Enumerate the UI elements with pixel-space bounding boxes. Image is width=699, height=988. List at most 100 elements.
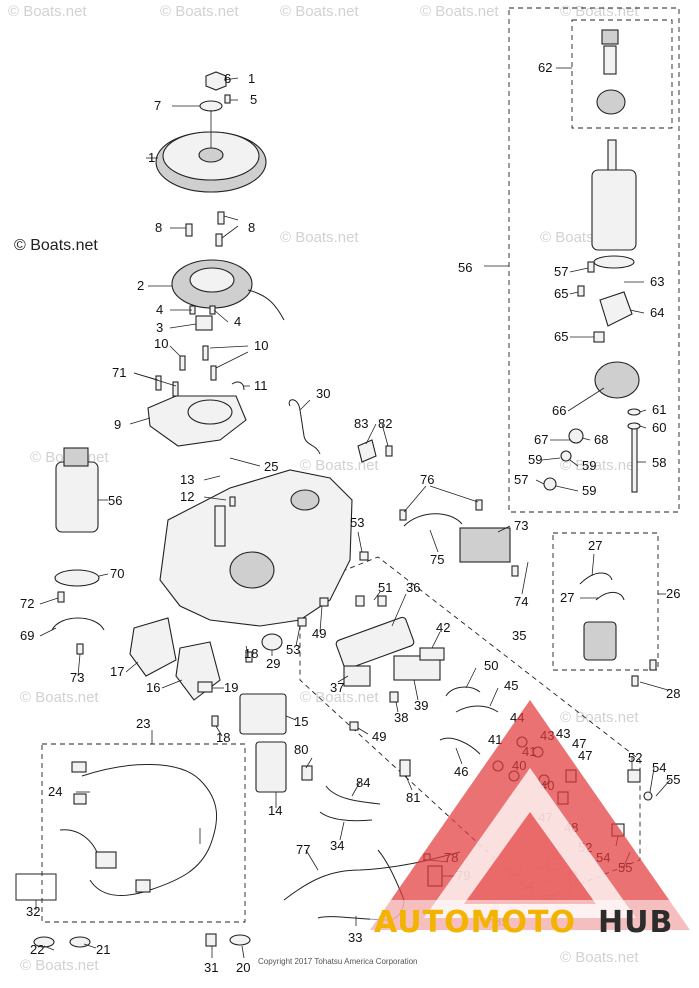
clamp-21 bbox=[69, 936, 91, 948]
callout-number: 15 bbox=[294, 714, 308, 729]
callout-number: 47 bbox=[578, 748, 592, 763]
relay-assembly bbox=[319, 595, 499, 755]
starter-motor-right bbox=[543, 29, 641, 493]
cover-17 bbox=[129, 617, 177, 677]
callout-number: 54 bbox=[652, 760, 666, 775]
connector bbox=[71, 761, 87, 773]
logo-triangle-core bbox=[464, 812, 596, 904]
stator-lead bbox=[247, 289, 285, 321]
bolt-73 bbox=[57, 591, 65, 603]
bolt-77 bbox=[399, 509, 407, 521]
callout-number: 27 bbox=[560, 590, 574, 605]
callout-number: 66 bbox=[552, 403, 566, 418]
nut-53 bbox=[359, 551, 369, 561]
main-harness bbox=[81, 764, 218, 896]
relay-bracket-36 bbox=[335, 616, 415, 670]
sleeve-32 bbox=[15, 873, 57, 901]
washer-60 bbox=[627, 422, 641, 430]
callout-number: 63 bbox=[650, 274, 664, 289]
cable-76 bbox=[403, 513, 463, 527]
callout-number: 73 bbox=[514, 518, 528, 533]
cable-34 bbox=[319, 811, 373, 822]
clamp-22 bbox=[33, 936, 55, 948]
callout-number: 52 bbox=[628, 750, 642, 765]
washer-54 bbox=[643, 791, 653, 801]
bracket-bolt bbox=[210, 365, 217, 381]
callout-number: 37 bbox=[330, 680, 344, 695]
washer-61 bbox=[627, 408, 641, 416]
callout-number: 4 bbox=[234, 314, 241, 329]
flywheel-washer bbox=[199, 100, 223, 112]
callout-number: 24 bbox=[48, 784, 62, 799]
bolt-65 bbox=[587, 261, 595, 273]
callout-number: 53 bbox=[286, 642, 300, 657]
callout-number: 41 bbox=[488, 732, 502, 747]
callout-number: 28 bbox=[666, 686, 680, 701]
cap-81 bbox=[301, 765, 313, 781]
automotohub-logo: AUTOMOTO HUB bbox=[370, 700, 694, 940]
starter-motor-body bbox=[591, 169, 637, 251]
callout-number: 27 bbox=[588, 538, 602, 553]
callout-number: 22 bbox=[30, 942, 44, 957]
callout-number: 59 bbox=[582, 458, 596, 473]
callout-number: 57 bbox=[514, 472, 528, 487]
callout-number: 56 bbox=[458, 260, 472, 275]
crank-key bbox=[229, 496, 236, 507]
cap-82 bbox=[399, 759, 411, 777]
grommet-69 bbox=[568, 428, 584, 444]
callout-number: 68 bbox=[594, 432, 608, 447]
stator-core bbox=[189, 267, 235, 293]
callout-number: 10 bbox=[154, 336, 168, 351]
relay-42 bbox=[419, 647, 445, 661]
callout-number: 59 bbox=[582, 483, 596, 498]
clamp-19 bbox=[197, 681, 213, 693]
cdi-14 bbox=[255, 741, 287, 793]
callout-number: 33 bbox=[348, 930, 362, 945]
pulser-coil bbox=[195, 315, 213, 331]
callout-number: 81 bbox=[406, 790, 420, 805]
terminal-plate-64 bbox=[599, 291, 633, 327]
pinion-gear bbox=[596, 89, 626, 115]
callout-number: 29 bbox=[266, 656, 280, 671]
watermark-text: © Boats.net bbox=[20, 689, 99, 706]
callout-number: 67 bbox=[534, 432, 548, 447]
pulser-bolt bbox=[209, 305, 216, 315]
clip bbox=[231, 381, 245, 391]
bolt-18 bbox=[245, 651, 253, 663]
flywheel-assembly bbox=[155, 71, 267, 193]
bracket-bolt bbox=[155, 375, 162, 391]
harness-branch bbox=[59, 829, 101, 863]
plug-31 bbox=[205, 933, 217, 947]
callout-number: 1 bbox=[148, 150, 155, 165]
starter-bracket bbox=[594, 361, 640, 399]
nut-49 bbox=[349, 721, 359, 731]
pinion-stop bbox=[601, 29, 619, 45]
callout-number: 57 bbox=[554, 264, 568, 279]
watermark-text: © Boats.net bbox=[8, 3, 87, 20]
callout-number: 21 bbox=[96, 942, 110, 957]
callout-number: 70 bbox=[110, 566, 124, 581]
pinion-spring bbox=[603, 45, 617, 75]
watermark-text: © Boats.net bbox=[280, 229, 359, 246]
callout-number: 60 bbox=[652, 420, 666, 435]
connector bbox=[135, 879, 151, 893]
callout-number: 61 bbox=[652, 402, 666, 417]
callout-number: 3 bbox=[156, 320, 163, 335]
callout-number: 31 bbox=[204, 960, 218, 975]
callout-number: 13 bbox=[180, 472, 194, 487]
watermark-text: © Boats.net bbox=[280, 3, 359, 20]
callout-number: 77 bbox=[296, 842, 310, 857]
crankcase bbox=[159, 399, 393, 627]
cable-46 bbox=[439, 737, 481, 755]
callout-number: 43 bbox=[556, 726, 570, 741]
nut-59 bbox=[560, 450, 572, 462]
callout-number: 18 bbox=[216, 730, 230, 745]
callout-number: 58 bbox=[652, 455, 666, 470]
watermark-text: © Boats.net bbox=[560, 3, 639, 20]
stator-bolt bbox=[217, 211, 225, 225]
bolt-38 bbox=[389, 691, 399, 703]
callout-number: 73 bbox=[70, 670, 84, 685]
flywheel-nut bbox=[205, 71, 227, 91]
lower-left-brackets bbox=[129, 617, 307, 793]
